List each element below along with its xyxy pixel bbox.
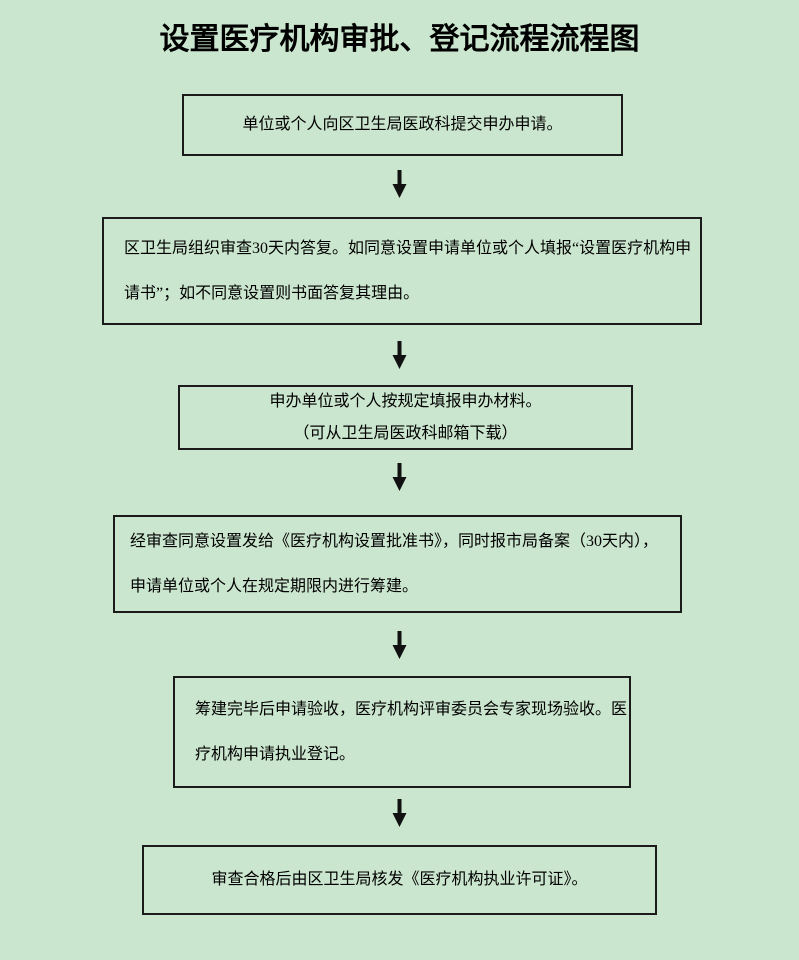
flow-step-bureau-review-reply: 区卫生局组织审查30天内答复。如同意设置申请单位或个人填报“设置医疗机构申 请书…: [102, 217, 702, 325]
flowchart-title: 设置医疗机构审批、登记流程流程图: [159, 23, 640, 56]
step-text-line: 单位或个人向区卫生局医政科提交申办申请。: [242, 116, 563, 133]
down-arrow-icon: [392, 463, 407, 491]
down-arrow-icon: [392, 631, 407, 659]
flow-step-approval-and-preparation: 经审查同意设置发给《医疗机构设置批准书》，同时报市局备案（30天内）， 申请单位…: [113, 515, 682, 613]
down-arrow-icon: [392, 799, 407, 827]
down-arrow-icon: [392, 170, 407, 198]
step-text-line: 区卫生局组织审查30天内答复。如同意设置申请单位或个人填报“设置医疗机构申: [124, 240, 692, 257]
flow-step-issue-license: 审查合格后由区卫生局核发《医疗机构执业许可证》。: [142, 845, 657, 915]
flow-step-submit-application: 单位或个人向区卫生局医政科提交申办申请。: [182, 94, 623, 156]
step-text-line: 申请单位或个人在规定期限内进行筹建。: [130, 578, 419, 595]
flow-step-fill-materials: 申办单位或个人按规定填报申办材料。 （可从卫生局医政科邮箱下载）: [178, 385, 633, 450]
flow-step-acceptance-and-registration: 筹建完毕后申请验收，医疗机构评审委员会专家现场验收。医 疗机构申请执业登记。: [173, 676, 631, 788]
step-text-line: 审查合格后由区卫生局核发《医疗机构执业许可证》。: [211, 871, 588, 888]
step-text-line: 经审查同意设置发给《医疗机构设置批准书》，同时报市局备案（30天内），: [130, 533, 659, 550]
step-text-line: 筹建完毕后申请验收，医疗机构评审委员会专家现场验收。医: [195, 701, 628, 718]
down-arrow-icon: [392, 341, 407, 369]
step-text-line: 申办单位或个人按规定填报申办材料。: [269, 392, 542, 410]
step-text-line: 请书”；如不同意设置则书面答复其理由。: [124, 285, 420, 302]
step-text-line: 疗机构申请执业登记。: [195, 746, 356, 763]
step-text-line: （可从卫生局医政科邮箱下载）: [293, 424, 518, 442]
